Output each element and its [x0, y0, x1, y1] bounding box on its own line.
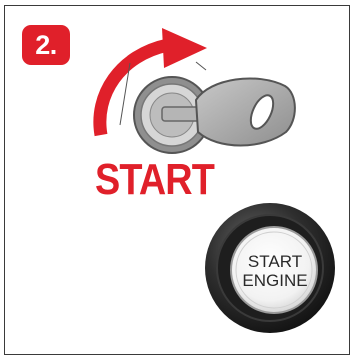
button-text-line-1: START	[232, 252, 318, 271]
start-engine-button-text: START ENGINE	[232, 252, 318, 290]
start-label: START	[95, 158, 214, 202]
button-text-line-2: ENGINE	[232, 271, 318, 290]
ignition-key-icon	[134, 77, 295, 153]
